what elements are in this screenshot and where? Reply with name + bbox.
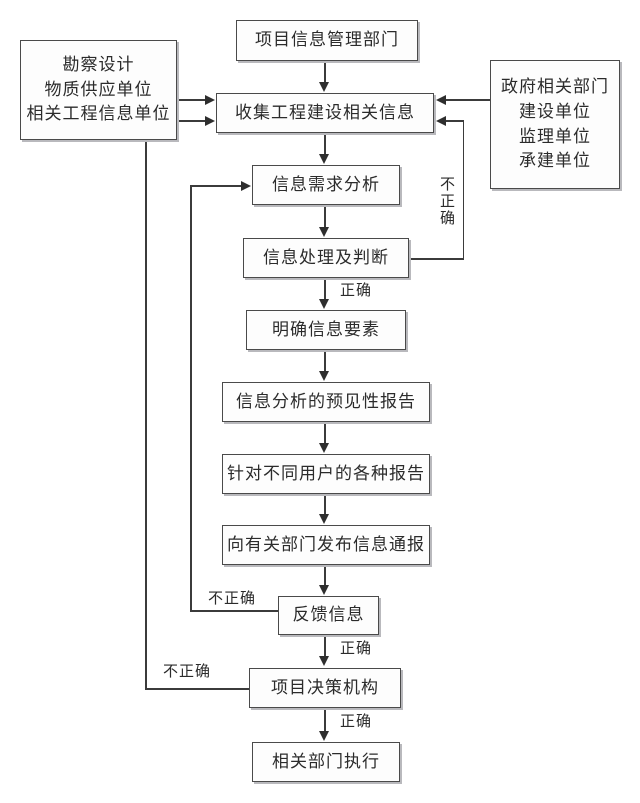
- edge-decision-incorrect-up: [145, 120, 147, 689]
- edge-label-incorrect-process: 不正确: [440, 175, 456, 227]
- edge-feedback-incorrect-left: [190, 610, 279, 612]
- node-label: 信息分析的预见性报告: [236, 391, 416, 412]
- node-clarify-information-elements[interactable]: 明确信息要素: [246, 310, 406, 350]
- node-label: 信息需求分析: [272, 174, 380, 195]
- arrowhead-demand-to-process: [319, 227, 329, 237]
- node-label-line-1: 勘察设计: [62, 55, 135, 76]
- node-label-line-2: 物质供应单位: [44, 79, 153, 100]
- arrowhead-decision-incorrect-to-collect: [205, 115, 215, 126]
- node-label: 针对不同用户的各种报告: [227, 463, 425, 484]
- node-information-processing-and-judgement[interactable]: 信息处理及判断: [243, 238, 409, 278]
- arrowhead-dept-to-collect: [319, 82, 329, 92]
- edge-decision-incorrect-left: [145, 688, 250, 690]
- edge-label-incorrect-feedback: 不正确: [208, 589, 257, 607]
- arrowhead-feedback-incorrect-to-demand: [241, 180, 251, 191]
- node-feedback-information[interactable]: 反馈信息: [278, 596, 379, 635]
- node-label: 反馈信息: [292, 605, 365, 626]
- edge-demand-to-process: [324, 205, 326, 227]
- node-reports-for-different-users[interactable]: 针对不同用户的各种报告: [222, 454, 430, 494]
- edge-process-incorrect-into-collect: [446, 120, 464, 122]
- node-left-source-units[interactable]: 勘察设计 物质供应单位 相关工程信息单位: [20, 40, 177, 140]
- arrowhead-decision-to-execute: [319, 731, 329, 741]
- node-collect-construction-information[interactable]: 收集工程建设相关信息: [216, 93, 434, 133]
- arrowhead-right-sources-to-collect: [436, 94, 446, 105]
- edge-feedback-to-decision: [324, 635, 326, 656]
- arrowhead-process-to-elements: [319, 299, 329, 309]
- arrowhead-publish-to-feedback: [319, 585, 329, 595]
- node-information-demand-analysis[interactable]: 信息需求分析: [252, 165, 400, 205]
- edge-elements-to-forecast: [324, 350, 326, 371]
- edge-dept-to-collect: [324, 61, 326, 83]
- edge-feedback-incorrect-up: [190, 185, 192, 611]
- node-label-line-3: 监理单位: [519, 126, 591, 147]
- edge-right-sources-to-collect: [446, 99, 490, 101]
- edge-process-incorrect-right: [409, 258, 464, 260]
- edge-process-incorrect-up: [462, 120, 465, 259]
- node-label-line-2: 建设单位: [519, 101, 591, 122]
- arrowhead-collect-to-demand: [319, 154, 329, 164]
- arrowhead-forecast-to-reports: [319, 443, 329, 453]
- node-label: 项目信息管理部门: [255, 30, 399, 51]
- arrowhead-left-sources-to-collect: [205, 94, 215, 105]
- node-label: 明确信息要素: [272, 319, 380, 340]
- node-label: 向有关部门发布信息通报: [227, 534, 425, 555]
- node-relevant-department-execution[interactable]: 相关部门执行: [252, 742, 400, 782]
- arrowhead-elements-to-forecast: [319, 371, 329, 381]
- arrowhead-feedback-to-decision: [319, 656, 329, 666]
- node-project-information-management-department[interactable]: 项目信息管理部门: [236, 20, 418, 61]
- edge-reports-to-publish: [324, 494, 326, 514]
- edge-process-to-elements: [324, 278, 326, 299]
- node-label-line-1: 政府相关部门: [501, 77, 609, 98]
- node-label: 收集工程建设相关信息: [235, 102, 415, 123]
- arrowhead-process-incorrect-to-collect: [436, 115, 446, 126]
- edge-label-correct-feedback: 正确: [340, 639, 373, 657]
- node-right-source-units[interactable]: 政府相关部门 建设单位 监理单位 承建单位: [490, 60, 620, 189]
- node-label-line-4: 承建单位: [519, 151, 591, 172]
- edge-publish-to-feedback: [324, 565, 326, 585]
- node-label: 项目决策机构: [271, 677, 379, 698]
- edge-label-correct-process: 正确: [340, 281, 373, 299]
- edge-decision-to-execute: [324, 708, 326, 731]
- edge-label-correct-decision: 正确: [340, 712, 373, 730]
- node-publish-information-bulletin[interactable]: 向有关部门发布信息通报: [222, 525, 430, 565]
- node-label: 相关部门执行: [272, 751, 380, 772]
- node-label: 信息处理及判断: [263, 247, 389, 268]
- node-project-decision-body[interactable]: 项目决策机构: [249, 668, 401, 708]
- edge-left-sources-to-collect: [177, 99, 207, 101]
- edge-forecast-to-reports: [324, 422, 326, 443]
- edge-feedback-incorrect-into-demand: [190, 185, 242, 187]
- node-label-line-3: 相关工程信息单位: [26, 104, 171, 125]
- edge-label-incorrect-decision: 不正确: [163, 662, 212, 680]
- edge-collect-to-demand: [324, 133, 326, 155]
- arrowhead-reports-to-publish: [319, 514, 329, 524]
- node-predictive-analysis-report[interactable]: 信息分析的预见性报告: [222, 382, 430, 422]
